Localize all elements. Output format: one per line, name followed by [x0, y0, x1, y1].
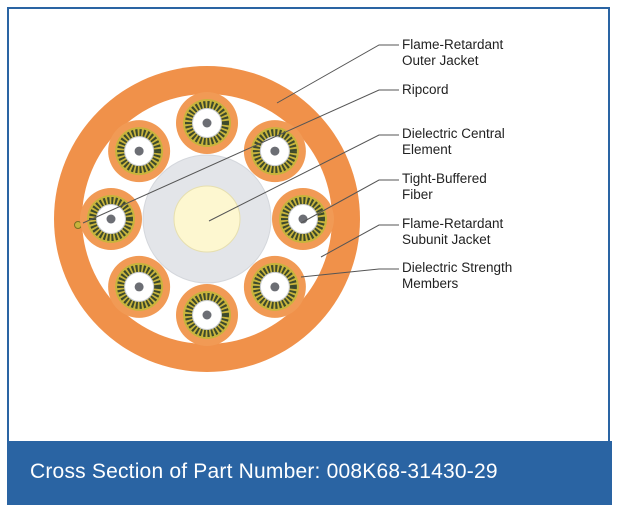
label-fiber-line1: Tight-Buffered [402, 171, 487, 186]
label-subunit-jacket: Flame-Retardant Subunit Jacket [402, 216, 504, 247]
leader-central-element [208, 134, 399, 222]
subunit [243, 120, 306, 183]
fiber-core [298, 214, 308, 224]
strength-member-strands [185, 101, 229, 145]
diagram-frame: Flame-Retardant Outer Jacket Ripcord Die… [7, 7, 612, 505]
subunit [176, 284, 238, 346]
leader-strength-members [300, 268, 399, 278]
label-central-element-line2: Element [402, 142, 452, 157]
subunit [272, 188, 334, 250]
fiber-core [134, 146, 144, 156]
label-strength-members-line1: Dielectric Strength [402, 260, 512, 275]
leader-lines [82, 44, 399, 278]
strength-member-strands [117, 129, 162, 174]
subunit [108, 255, 171, 318]
fiber-core [106, 214, 116, 224]
label-subunit-jacket-line1: Flame-Retardant [402, 216, 504, 231]
label-strength-members: Dielectric Strength Members [402, 260, 512, 291]
central-element [173, 185, 241, 253]
caption-text: Cross Section of Part Number: 008K68-314… [30, 460, 498, 483]
label-subunit-jacket-line2: Subunit Jacket [402, 232, 491, 247]
label-outer-jacket-line1: Flame-Retardant [402, 37, 504, 52]
strength-member-strands [185, 293, 229, 337]
strength-member-strands [252, 264, 297, 309]
fiber-core [134, 282, 144, 292]
leader-subunit-jacket [320, 224, 399, 258]
label-tight-buffered-fiber: Tight-Buffered Fiber [402, 171, 487, 202]
label-central-element: Dielectric Central Element [402, 126, 505, 157]
label-strength-members-line2: Members [402, 276, 459, 291]
leader-fiber [300, 179, 399, 224]
label-outer-jacket: Flame-Retardant Outer Jacket [402, 37, 504, 68]
strength-member-strands [252, 129, 297, 174]
caption-bar: Cross Section of Part Number: 008K68-314… [9, 441, 612, 505]
leader-ripcord [82, 89, 399, 224]
subunit [176, 92, 238, 154]
label-outer-jacket-line2: Outer Jacket [402, 53, 479, 68]
fiber-core [202, 118, 212, 128]
cable [54, 66, 360, 372]
subunit [80, 188, 142, 250]
fiber-core [202, 310, 212, 320]
label-ripcord-line1: Ripcord [402, 82, 449, 97]
fiber-core [270, 146, 280, 156]
fiber-core [270, 282, 280, 292]
leader-outer-jacket [276, 44, 399, 104]
cable-cross-section: Flame-Retardant Outer Jacket Ripcord Die… [54, 37, 512, 372]
label-ripcord: Ripcord [402, 82, 449, 97]
label-fiber-line2: Fiber [402, 187, 433, 202]
subunit [108, 120, 171, 183]
subunit [243, 255, 306, 318]
strength-member-strands [281, 197, 325, 241]
strength-member-strands [117, 264, 162, 309]
label-central-element-line1: Dielectric Central [402, 126, 505, 141]
